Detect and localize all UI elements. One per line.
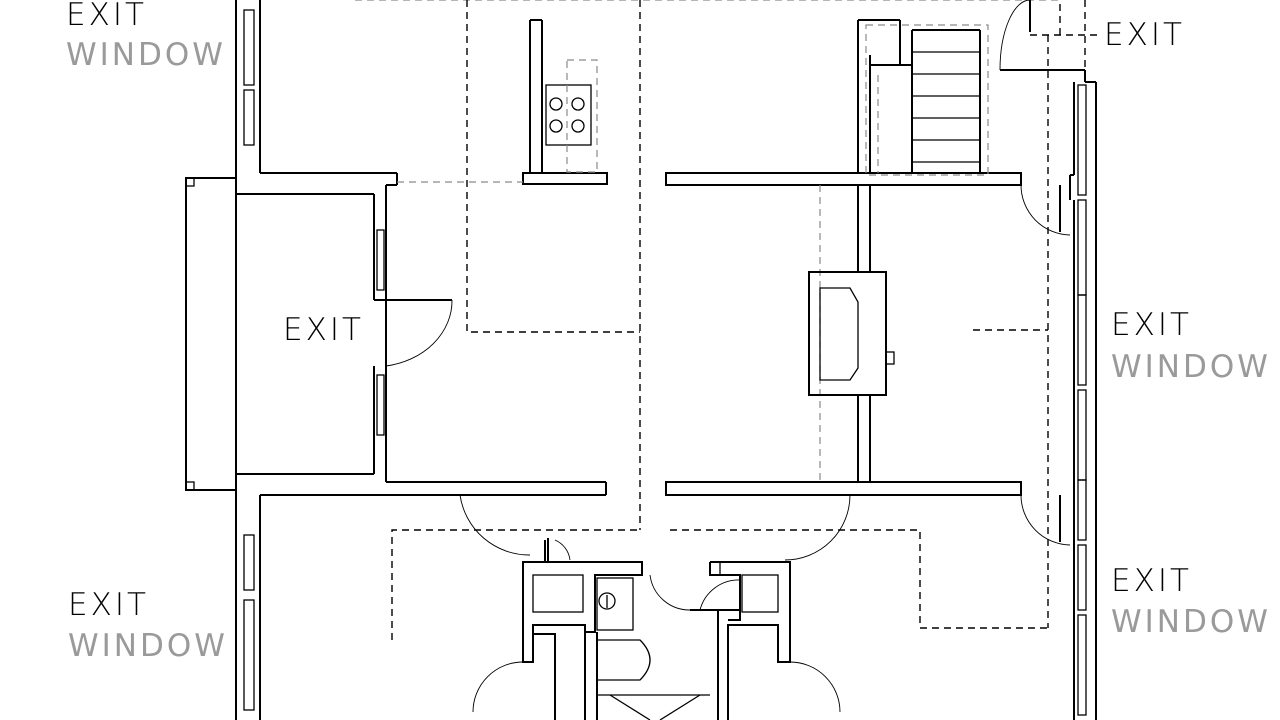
right-exterior-wall	[1000, 69, 1097, 720]
door-swing-right-lower	[1020, 494, 1071, 546]
overhead-line-left	[466, 0, 640, 333]
left-upper-wall	[235, 0, 398, 300]
left-lower-wall	[235, 473, 607, 720]
overhead-line-bottom-right	[670, 529, 1048, 629]
exit-label-top-left: EXIT	[66, 0, 147, 33]
window-label-right-lower: WINDOW	[1111, 604, 1271, 640]
window-label-right-upper: WINDOW	[1111, 349, 1271, 385]
bathroom-core	[472, 538, 841, 720]
door-swing-bottom-right	[784, 494, 851, 561]
exit-label-right-upper: EXIT	[1111, 307, 1192, 343]
exit-label-right-lower: EXIT	[1111, 563, 1192, 599]
exit-label-bottom-left: EXIT	[68, 587, 149, 623]
exit-label-top-right: EXIT	[1104, 17, 1185, 53]
porch	[185, 177, 237, 491]
kitchen-counter	[522, 19, 608, 185]
fireplace	[808, 271, 895, 396]
window-label-bottom-left: WINDOW	[68, 628, 228, 664]
window-label-top-left: WINDOW	[66, 37, 226, 73]
door-swing-right-upper	[1020, 184, 1071, 236]
overhead-line-bottom-left	[391, 529, 640, 640]
door-swing-bottom-left	[459, 494, 531, 556]
stairs	[857, 19, 989, 176]
exit-door-top-right	[999, 0, 1100, 71]
exit-door-left	[373, 299, 453, 482]
exit-label-left-door: EXIT	[283, 312, 364, 348]
right-mid-wall	[665, 172, 1022, 496]
